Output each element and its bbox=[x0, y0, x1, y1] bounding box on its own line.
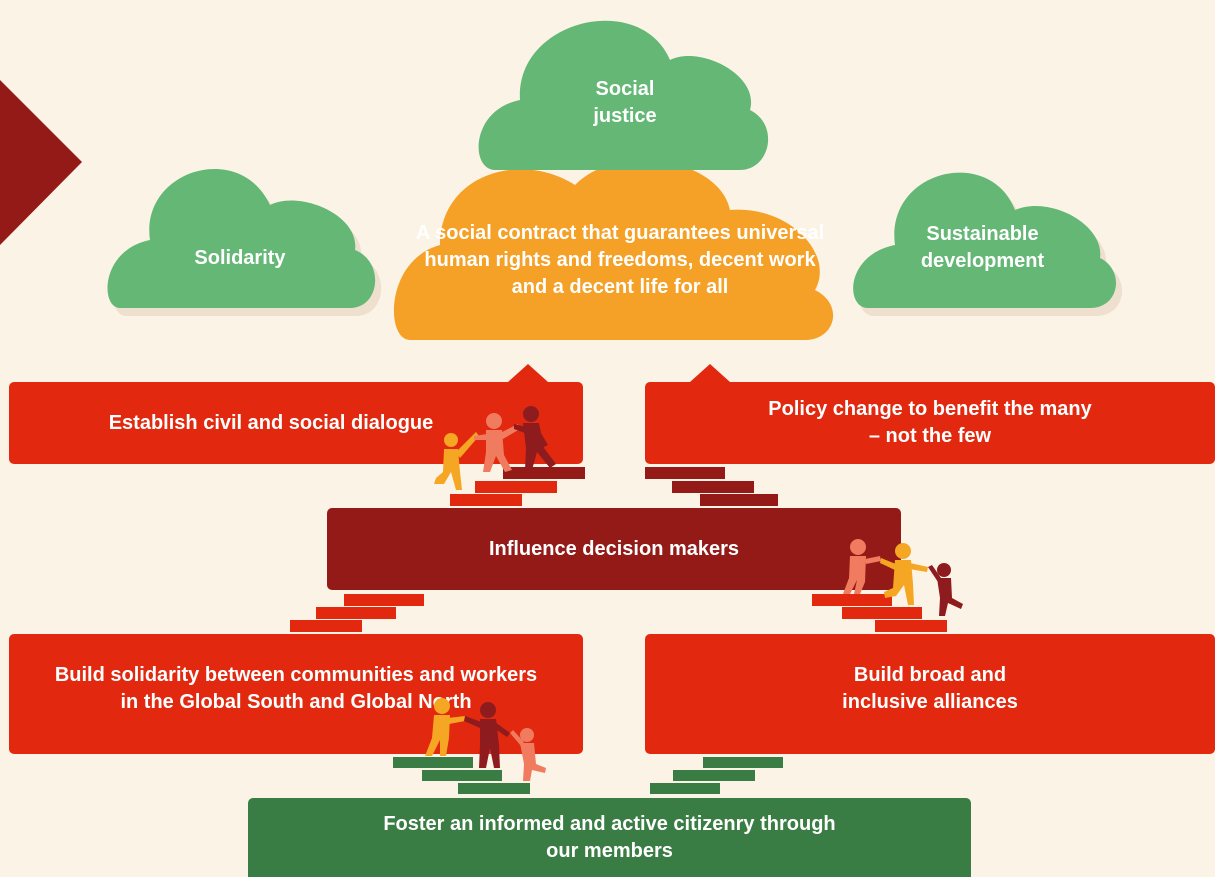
sustainable-label: Sustainable development bbox=[920, 223, 1045, 272]
solidarity-build-label: Build solidarity between communities and… bbox=[54, 664, 538, 713]
foster-label: Foster an informed and active citizenry … bbox=[383, 812, 836, 862]
social-justice-cloud bbox=[478, 20, 769, 170]
foster-box: Foster an informed and active citizenry … bbox=[248, 798, 971, 877]
solidarity-build-box: Build solidarity between communities and… bbox=[9, 634, 583, 754]
influence-label: Influence decision makers bbox=[488, 537, 740, 560]
stairs-green-left bbox=[393, 757, 530, 794]
stairs-upper-left bbox=[450, 467, 585, 506]
alliances-box: Build broad and inclusive alliances bbox=[645, 634, 1215, 754]
stairs-lower-right bbox=[812, 594, 947, 632]
main-goal-cloud bbox=[393, 159, 834, 340]
dialogue-label: Establish civil and social dialogue bbox=[108, 411, 434, 434]
sustainable-cloud bbox=[853, 172, 1117, 308]
stairs-green-right bbox=[650, 757, 783, 794]
social-justice-label: Social justice bbox=[593, 78, 657, 127]
stairs-lower-left bbox=[290, 594, 424, 632]
alliances-label: Build broad and inclusive alliances bbox=[842, 664, 1018, 713]
connector-right bbox=[690, 364, 730, 382]
solidarity-cloud bbox=[107, 169, 376, 308]
policy-box: Policy change to benefit the many – not … bbox=[645, 382, 1215, 464]
solidarity-label: Solidarity bbox=[194, 246, 286, 269]
dialogue-box: Establish civil and social dialogue bbox=[9, 382, 583, 464]
arrow-shape bbox=[0, 80, 82, 245]
policy-label: Policy change to benefit the many – not … bbox=[768, 398, 1092, 447]
main-goal-label: A social contract that guarantees univer… bbox=[415, 221, 825, 298]
influence-box: Influence decision makers bbox=[327, 508, 901, 590]
stairs-upper-right bbox=[645, 467, 778, 506]
connector-left bbox=[508, 364, 548, 382]
